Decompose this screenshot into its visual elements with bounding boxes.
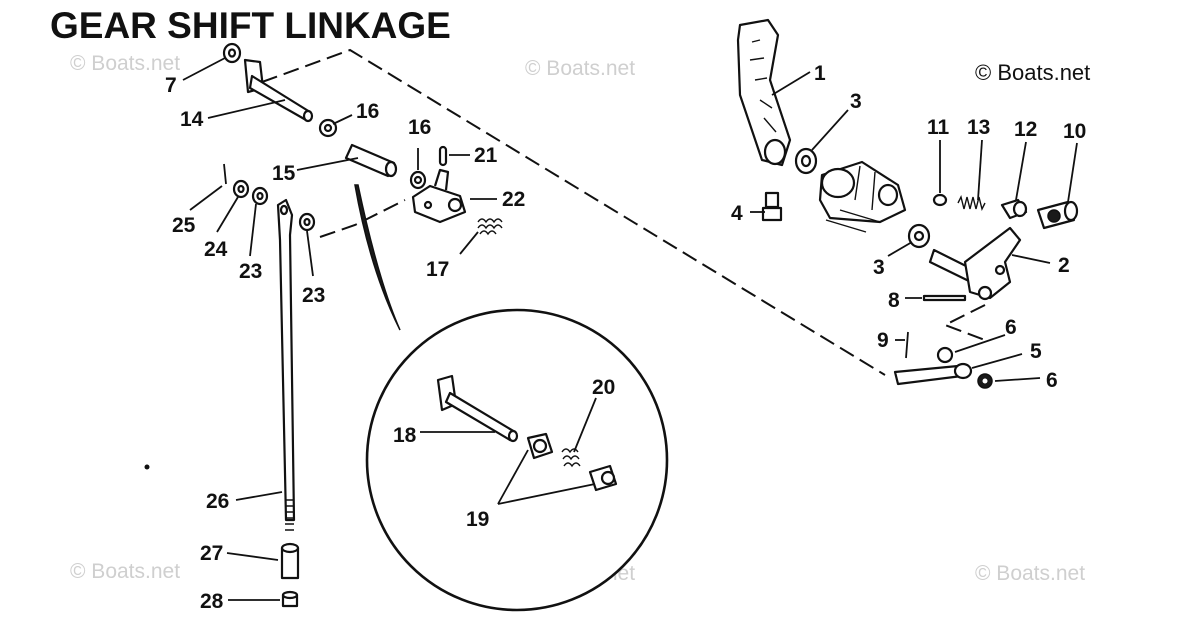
- part-13-spring: [957, 194, 986, 212]
- watermark-bottom-left: © Boats.net: [70, 560, 180, 583]
- part-10-cap: [1036, 200, 1079, 230]
- callout-21: 21: [474, 144, 498, 167]
- leader-lines: [182, 57, 1078, 601]
- part-17-spring: [477, 218, 503, 236]
- part-23-washer-b: [298, 212, 316, 232]
- part-18-shaft: [436, 374, 519, 443]
- part-12-plug: [1000, 198, 1028, 220]
- part-19-bushing-b: [588, 464, 618, 492]
- stray-mark: [144, 464, 150, 470]
- callout-16-right: 16: [408, 116, 431, 139]
- callout-27: 27: [200, 542, 223, 565]
- part-28-nut: [281, 590, 299, 608]
- part-15-bushing: [344, 143, 398, 178]
- callout-9: 9: [877, 329, 889, 352]
- part-24-washer: [232, 179, 250, 199]
- callout-26: 26: [206, 490, 229, 513]
- part-16-washer-left: [318, 118, 338, 138]
- callout-20: 20: [592, 376, 615, 399]
- callout-3-lower: 3: [873, 256, 885, 279]
- watermark-top-center: © Boats.net: [525, 57, 635, 80]
- part-2-shift-arm: [928, 226, 1022, 301]
- callout-3-upper: 3: [850, 90, 862, 113]
- copyright-notice: © Boats.net: [975, 60, 1090, 85]
- part-6-washer-upper: [936, 346, 954, 364]
- callout-23-left: 23: [239, 260, 262, 283]
- callout-23-right: 23: [302, 284, 325, 307]
- callout-1: 1: [814, 62, 826, 85]
- assembly-line-main: [261, 48, 886, 376]
- part-26-shift-rod: [276, 198, 296, 531]
- callout-10: 10: [1063, 120, 1086, 143]
- part-27-coupler: [280, 542, 300, 580]
- assembly-line-lever: [942, 304, 986, 341]
- callout-numbers: 7 14 16 16 15 21 22 17 25 24 23 23 26 27…: [165, 62, 1086, 613]
- part-22-bracket: [411, 168, 467, 224]
- detail-circle: [365, 308, 669, 612]
- callout-11: 11: [927, 116, 950, 139]
- part-5-link-rod: [893, 362, 973, 386]
- callout-19: 19: [466, 508, 489, 531]
- callout-24: 24: [204, 238, 228, 261]
- callout-15: 15: [272, 162, 296, 185]
- callout-18: 18: [393, 424, 417, 447]
- part-23-washer-a: [251, 186, 269, 206]
- part-3-washer-lower: [907, 223, 931, 249]
- callout-2: 2: [1058, 254, 1070, 277]
- part-25-cotter-pin: [223, 163, 227, 185]
- assembly-line-washer: [319, 199, 406, 238]
- callout-4: 4: [731, 202, 743, 225]
- part-4-bolt: [761, 191, 783, 222]
- part-1-shift-lever: [736, 18, 792, 167]
- callout-17: 17: [426, 258, 449, 281]
- callout-28: 28: [200, 590, 224, 613]
- part-16-washer-right: [409, 170, 427, 190]
- detail-pointer: [354, 184, 401, 331]
- part-3-washer-upper: [794, 147, 818, 175]
- callout-25: 25: [172, 214, 196, 237]
- callout-13: 13: [967, 116, 990, 139]
- callout-7: 7: [165, 74, 177, 97]
- callout-6-lower: 6: [1046, 369, 1058, 392]
- part-6-washer-lower: [977, 373, 993, 389]
- part-21-pin: [438, 145, 448, 167]
- part-7-washer: [222, 42, 242, 64]
- diagram-title: GEAR SHIFT LINKAGE: [50, 5, 451, 46]
- part-14-pin: [243, 58, 314, 123]
- callout-8: 8: [888, 289, 900, 312]
- callout-22: 22: [502, 188, 525, 211]
- callout-5: 5: [1030, 340, 1042, 363]
- callout-16-left: 16: [356, 100, 379, 123]
- callout-14: 14: [180, 108, 204, 131]
- part-11-ball: [932, 193, 948, 207]
- watermark-top-left: © Boats.net: [70, 52, 180, 75]
- callout-6-upper: 6: [1005, 316, 1017, 339]
- shift-housing: [818, 160, 907, 233]
- callout-12: 12: [1014, 118, 1037, 141]
- part-19-bushing-a: [526, 432, 554, 460]
- watermark-bottom-right: © Boats.net: [975, 562, 1085, 585]
- part-9-cotter-pin: [905, 331, 909, 359]
- part-8-pin: [922, 294, 967, 302]
